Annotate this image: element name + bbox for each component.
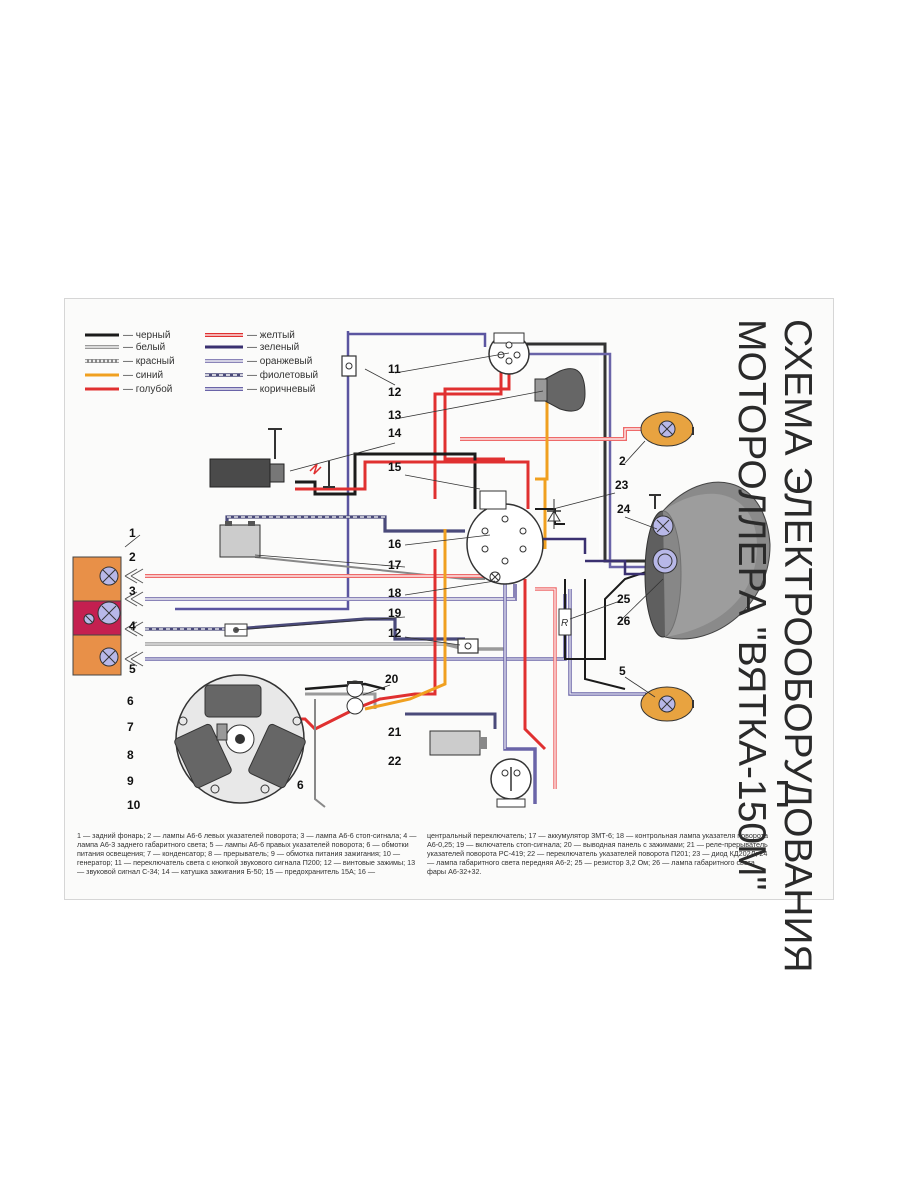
part-number-9: 9 — [127, 774, 134, 788]
light-switch-11 — [488, 332, 530, 375]
legend-label-red: — красный — [123, 356, 175, 367]
front-turn-lamp-2 — [640, 411, 694, 447]
horn-13 — [534, 368, 586, 412]
legend-label-blue: — синий — [123, 370, 163, 381]
part-number-15: 15 — [388, 460, 402, 474]
part-number-2-right: 2 — [619, 454, 626, 468]
part-number-2-left: 2 — [129, 550, 136, 564]
title-line-2: МОТОРОЛЛЕРА "ВЯТКА-150М" — [730, 319, 773, 891]
battery-17 — [219, 521, 261, 558]
part-number-20: 20 — [385, 672, 399, 686]
color-legend: — черный — белый — красный — синий — гол… — [85, 330, 318, 395]
part-number-17: 17 — [388, 558, 402, 572]
legend-label-yellow: — желтый — [247, 330, 295, 341]
part-number-19: 19 — [388, 606, 402, 620]
screw-terminal-12-top — [341, 355, 357, 377]
rear-lamp-bulb-2 — [99, 566, 119, 586]
caption-right: центральный переключатель; 17 — аккумуля… — [427, 831, 768, 876]
headlight — [644, 481, 771, 640]
part-number-25: 25 — [617, 592, 631, 606]
rear-lamp-bulb-5 — [99, 647, 119, 667]
part-number-4: 4 — [129, 619, 136, 633]
resistor-letter: R — [561, 618, 568, 629]
part-number-23: 23 — [615, 478, 629, 492]
part-number-26: 26 — [617, 614, 631, 628]
part-number-12-top: 12 — [388, 385, 402, 399]
screw-terminal-12-bottom — [457, 638, 479, 654]
part-number-7: 7 — [127, 720, 134, 734]
part-number-12-bottom: 12 — [388, 626, 402, 640]
wiring-diagram: — черный — белый — красный — синий — гол… — [72, 330, 771, 812]
part-number-5-left: 5 — [129, 662, 136, 676]
generator-10 — [174, 674, 306, 804]
part-number-24: 24 — [617, 502, 631, 516]
legend-label-white: — белый — [123, 341, 165, 353]
ignition-coil-14 — [209, 428, 335, 488]
front-turn-lamp-5 — [640, 686, 694, 722]
schematic-sheet: — черный — белый — красный — синий — гол… — [64, 298, 834, 973]
part-number-14: 14 — [388, 426, 402, 440]
legend-label-brown: — коричневый — [247, 384, 315, 395]
turn-switch-22 — [490, 758, 532, 808]
rear-lamp-bulb-4 — [83, 613, 95, 625]
legend-label-lightblue: — голубой — [123, 383, 172, 395]
legend-label-black: — черный — [123, 330, 170, 341]
legend-label-violet: — фиолетовый — [247, 369, 318, 381]
resistor-25: R — [558, 608, 572, 636]
legend-label-orange: — оранжевый — [247, 356, 312, 367]
legend-label-green: — зеленый — [247, 342, 299, 353]
wires — [145, 331, 657, 808]
part-number-18: 18 — [388, 586, 402, 600]
title-line-1: СХЕМА ЭЛЕКТРООБОРУДОВАНИЯ — [776, 319, 819, 973]
diode-23 — [547, 499, 561, 529]
relay-21 — [429, 730, 487, 756]
part-number-13: 13 — [388, 408, 402, 422]
diagram-title: СХЕМА ЭЛЕКТРООБОРУДОВАНИЯ МОТОРОЛЛЕРА "В… — [720, 319, 830, 973]
central-switch-16 — [466, 490, 544, 585]
terminal-panel-20 — [346, 680, 364, 715]
part-numbers: 1 2 3 4 5 6 7 8 9 10 11 12 13 14 15 16 1… — [127, 362, 631, 812]
part-number-3: 3 — [129, 584, 136, 598]
part-number-8: 8 — [127, 748, 134, 762]
rear-lamp-bulb-3 — [97, 601, 121, 625]
part-number-6-bottom: 6 — [297, 778, 304, 792]
leader-lines — [124, 352, 664, 698]
caption-left: 1 — задний фонарь; 2 — лампы А6-6 левых … — [77, 831, 417, 876]
part-number-10: 10 — [127, 798, 141, 812]
part-number-11: 11 — [388, 362, 401, 376]
part-number-5-right: 5 — [619, 664, 626, 678]
part-number-21: 21 — [388, 725, 402, 739]
part-number-22: 22 — [388, 754, 402, 768]
part-number-1: 1 — [129, 526, 136, 540]
part-number-6-top: 6 — [127, 694, 134, 708]
rear-lamp-1 — [72, 556, 144, 676]
part-number-16: 16 — [388, 537, 402, 551]
